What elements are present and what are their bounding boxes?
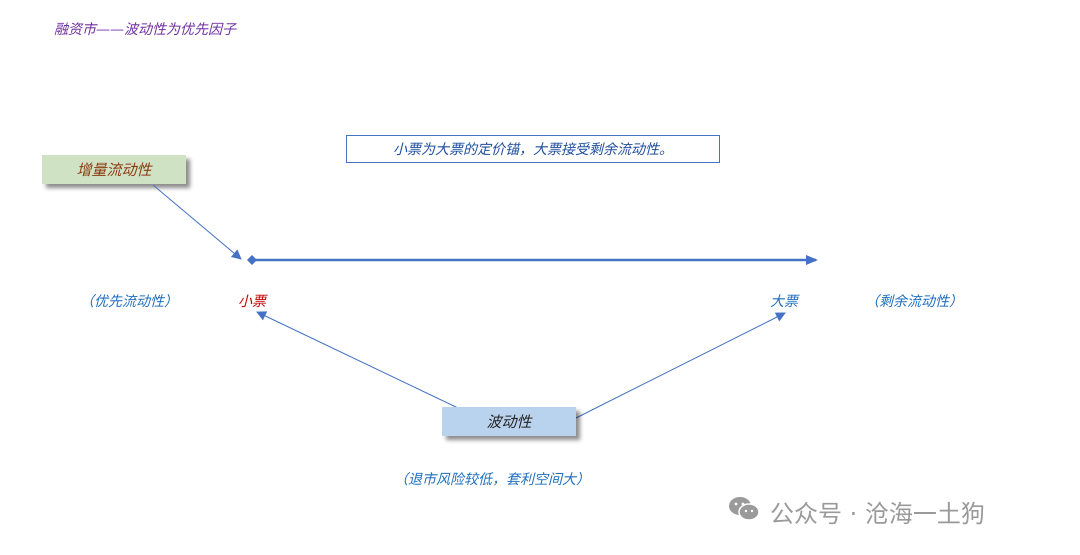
arrow-vol-to-large (575, 312, 786, 419)
main-flow-start-diamond (247, 255, 257, 265)
watermark-text: 公众号 · 沧海一土狗 (770, 500, 985, 528)
residual-liquidity-label: （剩余流动性） (865, 294, 963, 310)
wechat-icon (728, 495, 760, 529)
volatility-box: 波动性 (442, 407, 576, 436)
arrow-vol-to-small (256, 311, 459, 409)
volatility-note: （退市风险较低，套利空间大） (394, 472, 590, 488)
arrow-increment-to-small (152, 184, 242, 260)
slide-title: 融资市——波动性为优先因子 (54, 22, 236, 38)
large-cap-label: 大票 (770, 294, 798, 310)
increment-liquidity-box: 增量流动性 (42, 155, 186, 184)
watermark: 公众号 · 沧海一土狗 (728, 494, 985, 529)
small-cap-label: 小票 (238, 294, 266, 310)
callout-box: 小票为大票的定价锚，大票接受剩余流动性。 (346, 135, 720, 163)
priority-liquidity-label: （优先流动性） (80, 294, 178, 310)
